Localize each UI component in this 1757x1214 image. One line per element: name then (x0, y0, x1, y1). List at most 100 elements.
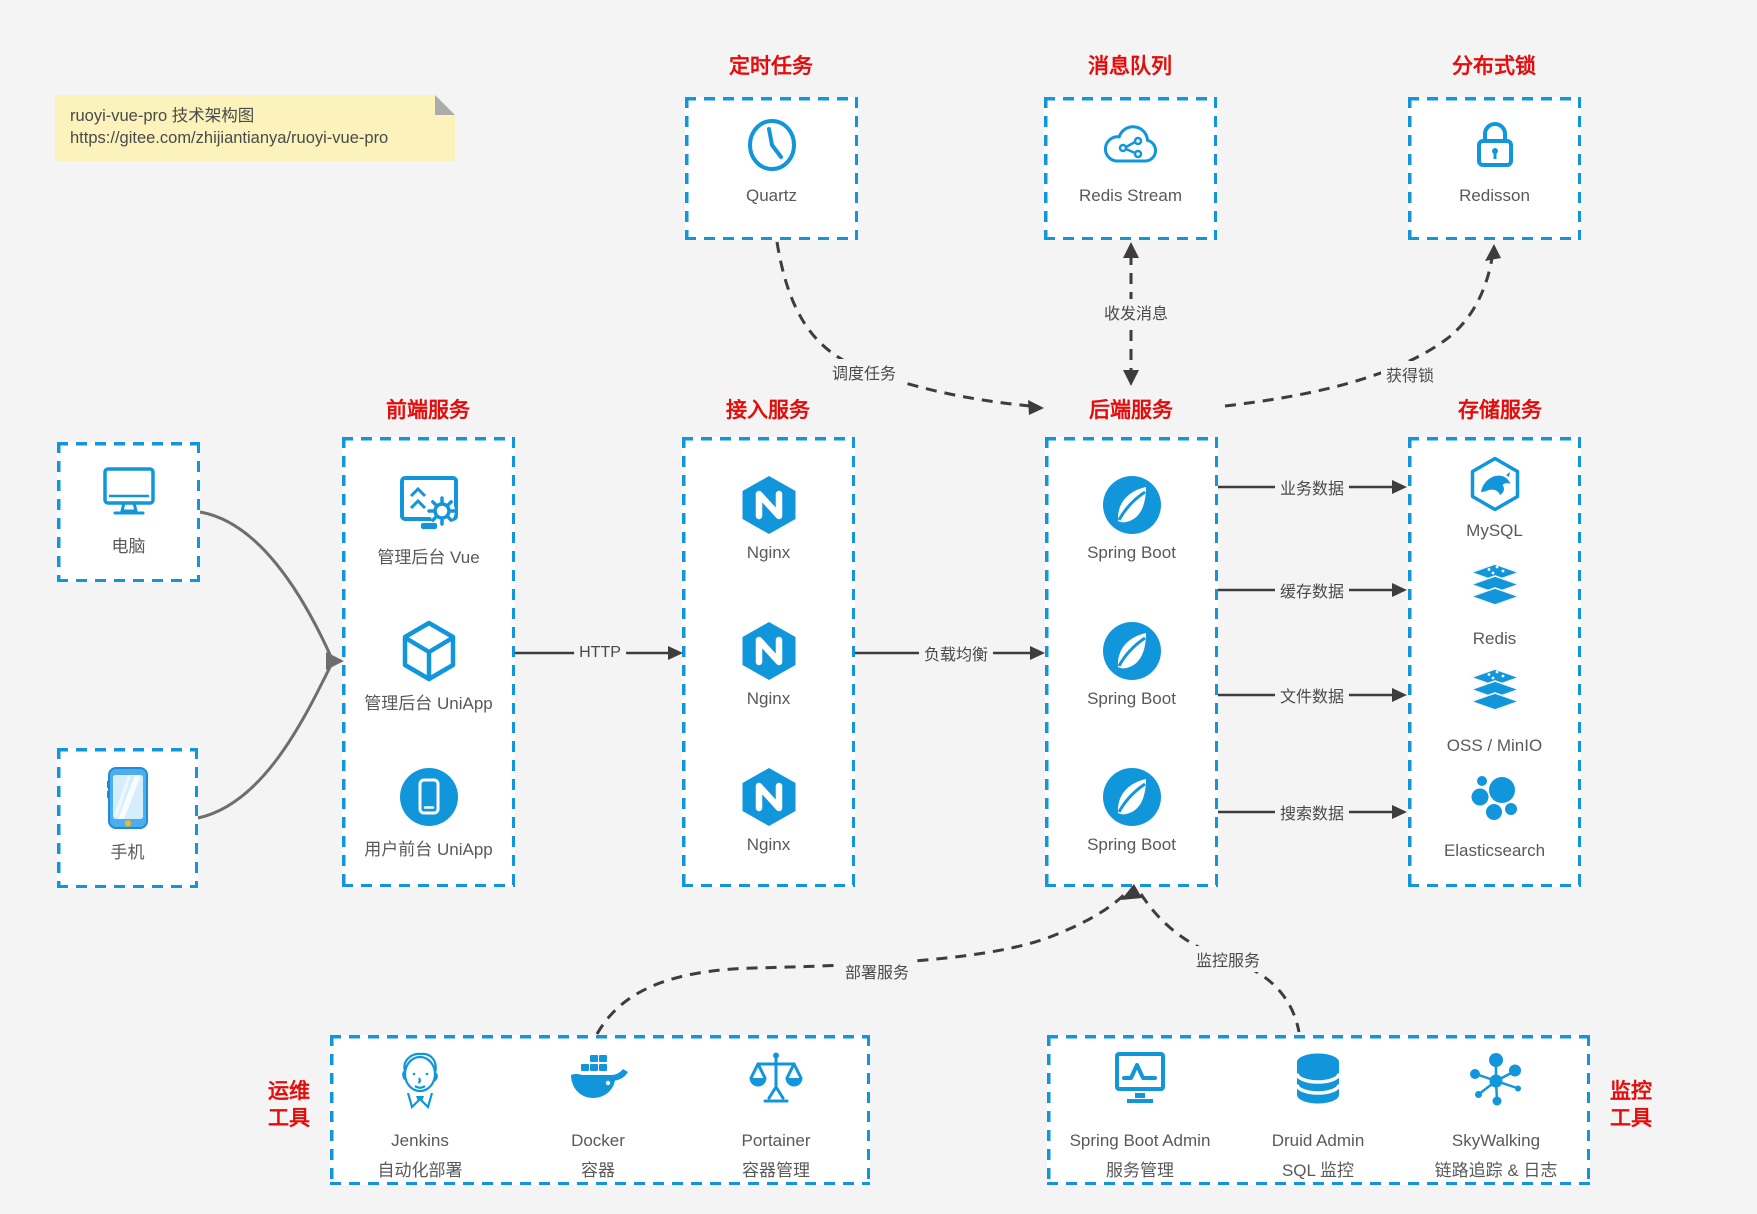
redis-stream-box: Redis Stream (1044, 97, 1217, 240)
ops-title-line1: 运维 (268, 1080, 310, 1103)
edge-label-monitor: 监控服务 (1190, 946, 1266, 972)
skywalking-item: SkyWalking 链路追踪 & 日志 (1386, 1035, 1606, 1185)
cloud-stream-icon (1100, 117, 1162, 175)
redis-icon (1466, 561, 1524, 621)
edge-label-load-balance: 负载均衡 (918, 640, 994, 666)
item-label: MySQL (1466, 521, 1523, 540)
tool-desc: 容器 (581, 1161, 615, 1180)
uniapp-user-icon (397, 765, 461, 829)
note-fold-corner-icon (435, 95, 455, 115)
tool-name: Druid Admin (1271, 1131, 1365, 1150)
desktop-icon (98, 462, 160, 520)
tool-desc: 自动化部署 (377, 1161, 463, 1180)
tool-name: Jenkins (391, 1131, 449, 1150)
skywalking-icon (1465, 1049, 1527, 1111)
title-frontend-services: 前端服务 (386, 399, 470, 422)
redisson-box: Redisson (1408, 97, 1581, 240)
spring-admin-icon (1109, 1049, 1171, 1107)
edge-label-http: HTTP (574, 643, 626, 663)
sticky-note: ruoyi-vue-pro 技术架构图 https://gitee.com/zh… (55, 95, 455, 161)
tool-desc: 服务管理 (1106, 1161, 1174, 1180)
tool-desc: 链路追踪 & 日志 (1434, 1161, 1558, 1180)
redis-stream-label: Redis Stream (1079, 186, 1182, 205)
spring-boot-icon (1100, 619, 1164, 683)
phone-label: 手机 (110, 843, 145, 862)
item-label: 用户前台 UniApp (364, 840, 493, 859)
lock-icon (1466, 115, 1524, 173)
item-label: Nginx (746, 835, 791, 854)
monitoring-title-line1: 监控 (1610, 1080, 1652, 1103)
portainer-item: Portainer 容器管理 (666, 1035, 886, 1185)
title-distributed-lock: 分布式锁 (1452, 55, 1536, 78)
edge-label-search-data: 搜索数据 (1274, 799, 1350, 825)
nginx-icon (737, 473, 801, 537)
tool-desc: 容器管理 (742, 1161, 810, 1180)
quartz-box: Quartz (685, 97, 858, 240)
edge-label-lock: 获得锁 (1380, 361, 1440, 387)
spring-boot-icon (1100, 765, 1164, 829)
item-label: Nginx (746, 543, 791, 562)
oss-minio-icon (1466, 666, 1524, 726)
item-label: Spring Boot (1087, 543, 1176, 562)
druid-admin-item: Druid Admin SQL 监控 (1208, 1035, 1428, 1185)
elasticsearch-icon (1466, 771, 1524, 829)
clock-icon (743, 117, 801, 175)
item-label: 管理后台 UniApp (364, 694, 493, 713)
druid-icon (1289, 1049, 1347, 1109)
jenkins-item: Jenkins 自动化部署 (310, 1035, 530, 1185)
edge-label-message: 收发消息 (1098, 299, 1174, 325)
nginx-icon (737, 619, 801, 683)
edge-label-file-data: 文件数据 (1274, 682, 1350, 708)
edge-desktop-frontend (199, 510, 334, 660)
phone-icon (101, 766, 155, 830)
item-label: Redis (1472, 629, 1517, 648)
item-label: Elasticsearch (1443, 841, 1546, 860)
jenkins-icon (389, 1049, 451, 1111)
storage-services-box: MySQL Redis OSS / MinIO Elasticsearch (1408, 437, 1581, 887)
redisson-label: Redisson (1459, 186, 1530, 205)
tool-name: Portainer (741, 1131, 811, 1150)
title-storage-services: 存储服务 (1458, 399, 1542, 422)
title-monitoring-tools: 监控 工具 (1610, 1078, 1652, 1132)
mysql-icon (1466, 455, 1524, 513)
tool-name: Spring Boot Admin (1069, 1131, 1211, 1150)
edge-label-schedule: 调度任务 (826, 359, 902, 385)
docker-item: Docker 容器 (488, 1035, 708, 1185)
monitoring-tools-box: Spring Boot Admin 服务管理 Druid Admin SQL 监… (1047, 1035, 1590, 1185)
title-scheduled-tasks: 定时任务 (729, 55, 813, 78)
edge-schedule (775, 241, 1031, 408)
note-title: ruoyi-vue-pro 技术架构图 (70, 107, 255, 125)
edge-label-deploy: 部署服务 (839, 958, 915, 984)
item-label: 管理后台 Vue (377, 548, 480, 567)
item-label: Nginx (746, 689, 791, 708)
tool-desc: SQL 监控 (1281, 1161, 1355, 1180)
tool-name: Docker (571, 1131, 625, 1150)
portainer-icon (745, 1049, 807, 1111)
phone-client-box: 手机 (57, 748, 198, 888)
backend-services-box: Spring Boot Spring Boot Spring Boot (1045, 437, 1218, 887)
monitoring-title-line2: 工具 (1610, 1107, 1652, 1130)
spring-boot-icon (1100, 473, 1164, 537)
title-ops-tools: 运维 工具 (268, 1078, 310, 1132)
item-label: OSS / MinIO (1446, 736, 1543, 755)
gateway-services-box: Nginx Nginx Nginx (682, 437, 855, 887)
edge-phone-frontend (197, 662, 334, 820)
uniapp-cube-icon (397, 619, 461, 683)
spring-boot-admin-item: Spring Boot Admin 服务管理 (1030, 1035, 1250, 1185)
item-label: Spring Boot (1087, 689, 1176, 708)
frontend-services-box: 管理后台 Vue 管理后台 UniApp 用户前台 UniApp (342, 437, 515, 887)
edge-lock (1224, 257, 1494, 408)
edge-label-business-data: 业务数据 (1274, 474, 1350, 500)
tool-name: SkyWalking (1451, 1131, 1541, 1150)
admin-vue-icon (397, 473, 461, 535)
desktop-label: 电脑 (111, 537, 146, 556)
note-url: https://gitee.com/zhijiantianya/ruoyi-vu… (70, 129, 389, 147)
ops-tools-box: Jenkins 自动化部署 Docker 容器 Portainer 容器管理 (330, 1035, 870, 1185)
edge-label-cache-data: 缓存数据 (1274, 577, 1350, 603)
title-message-queue: 消息队列 (1088, 55, 1172, 78)
nginx-icon (737, 765, 801, 829)
title-gateway-services: 接入服务 (726, 399, 810, 422)
item-label: Spring Boot (1087, 835, 1176, 854)
desktop-client-box: 电脑 (57, 442, 200, 582)
